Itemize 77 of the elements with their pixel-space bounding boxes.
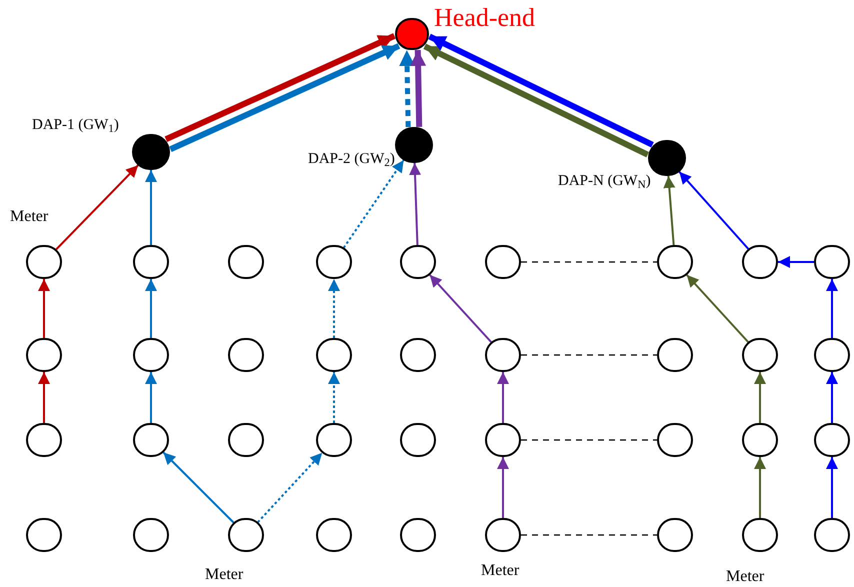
meter-node (657, 518, 693, 552)
meter-node (742, 518, 778, 552)
head-end-node (395, 18, 429, 50)
arrow (686, 274, 749, 343)
arrow (423, 44, 649, 158)
arrow (145, 170, 157, 245)
node-caption: DAP-2 (GW$_{2}$) (308, 150, 395, 169)
arrow (497, 457, 509, 518)
meter-node (400, 338, 436, 372)
arrow (410, 50, 426, 127)
node-caption: Meter (10, 207, 48, 227)
meter-node (133, 338, 169, 372)
meter-node (400, 245, 436, 279)
arrow (145, 279, 157, 338)
node-caption: Head-end (434, 2, 536, 34)
meter-node (26, 338, 62, 372)
arrow (409, 162, 422, 246)
arrow (38, 279, 50, 338)
meter-node (400, 423, 436, 457)
arrow (55, 164, 139, 250)
meter-node (485, 518, 521, 552)
meter-node (316, 518, 352, 552)
meter-node (814, 338, 850, 372)
meter-node (133, 518, 169, 552)
arrow (257, 452, 323, 523)
meter-node (133, 423, 169, 457)
meter-node (814, 423, 850, 457)
arrow (164, 33, 396, 142)
meter-node (485, 423, 521, 457)
meter-node (133, 245, 169, 279)
gateway-node (395, 127, 433, 163)
node-caption: Meter (481, 561, 520, 581)
arrow (169, 43, 400, 152)
meter-node (814, 245, 850, 279)
node-caption: Meter (205, 565, 244, 585)
arrow (428, 34, 654, 148)
meter-node (228, 245, 264, 279)
arrow (826, 279, 838, 338)
arrow (826, 372, 838, 423)
meter-node (742, 245, 778, 279)
arrow (778, 256, 814, 268)
meter-node (228, 338, 264, 372)
meter-node (316, 338, 352, 372)
meter-node (657, 245, 693, 279)
meter-node (657, 423, 693, 457)
arrow (754, 372, 766, 423)
meter-node (742, 338, 778, 372)
meter-node (26, 423, 62, 457)
gateway-node (132, 134, 170, 170)
arrow (826, 457, 838, 518)
meter-node (316, 423, 352, 457)
meter-node (316, 245, 352, 279)
arrow (328, 279, 340, 338)
arrow (145, 372, 157, 423)
meter-node (400, 518, 436, 552)
arrow (429, 274, 492, 343)
node-caption: DAP-1 (GW$_{1}$) (32, 116, 119, 135)
meter-node (485, 338, 521, 372)
arrow (678, 171, 750, 250)
meter-node (814, 518, 850, 552)
meter-node (742, 423, 778, 457)
meter-node (26, 518, 62, 552)
arrow (399, 50, 416, 128)
arrow (663, 176, 676, 246)
meter-node (228, 518, 264, 552)
arrow (162, 452, 234, 524)
arrow (754, 457, 766, 518)
node-caption: Meter (726, 567, 764, 587)
node-caption: DAP-N (GW$_{N}$) (558, 172, 651, 191)
arrow (38, 372, 50, 423)
gateway-node (648, 140, 686, 176)
meter-node (657, 338, 693, 372)
meter-node (228, 423, 264, 457)
meter-node (485, 245, 521, 279)
arrow (497, 372, 509, 423)
arrow (328, 372, 340, 423)
meter-node (26, 245, 62, 279)
